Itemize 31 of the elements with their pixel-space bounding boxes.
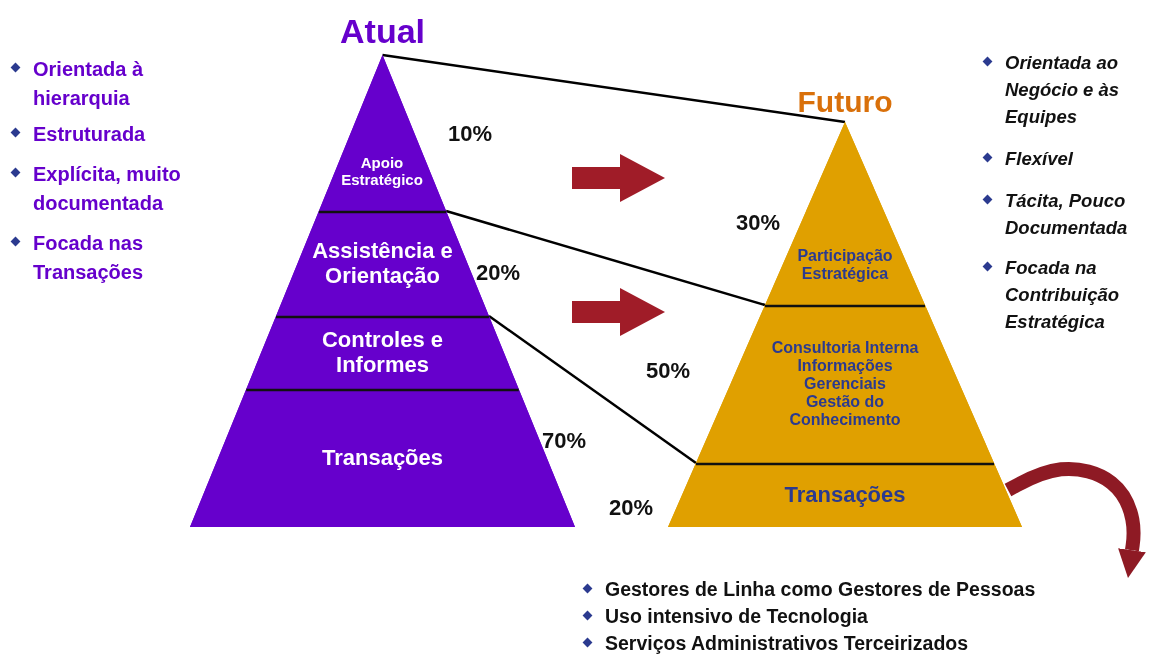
percentage-label: 20% [609, 494, 654, 522]
connector-line [382, 53, 846, 124]
layer-label: Controles e Informes [321, 327, 444, 378]
list-item: Tácita, Pouco Documentada [1005, 189, 1129, 240]
layer-label: Consultoria Interna [771, 339, 919, 358]
layer-label: Participação Estratégica [796, 247, 894, 283]
percentage-label: 20% [476, 259, 521, 287]
layer-label: Informações Gerenciais [796, 357, 894, 393]
list-item: Estruturada [33, 122, 147, 147]
percentage-label: 10% [448, 120, 493, 148]
list-item: Serviços Administrativos Terceirizados [605, 632, 969, 655]
list-item: Uso intensivo de Tecnologia [605, 605, 868, 628]
block-arrow [1004, 461, 1146, 578]
list-item: Orientada ao Negócio e às Equipes [1005, 51, 1121, 129]
list-item: Orientada à hierarquia [33, 57, 145, 111]
percentage-label: 70% [542, 427, 587, 455]
list-item: Focada na Contribuição Estratégica [1005, 256, 1121, 334]
list-item: Gestores de Linha como Gestores de Pessoas [605, 578, 1036, 601]
layer-label: Apoio Estratégico [340, 155, 424, 189]
layer-label: Gestão do Conhecimento [788, 392, 902, 429]
percentage-label: 50% [646, 357, 691, 385]
connector-line [488, 315, 697, 464]
list-item: Focada nas Transações [33, 231, 145, 285]
list-item: Explícita, muito documentada [33, 162, 182, 216]
pyramid-title: Atual [339, 12, 426, 50]
percentage-label: 30% [736, 209, 781, 237]
layer-label: Assistência e Orientação [311, 238, 454, 289]
layer-label: Transações [321, 445, 444, 471]
layer-label: Transações [784, 482, 906, 508]
connector-line [445, 209, 766, 307]
list-item: Flexível [1005, 147, 1074, 171]
